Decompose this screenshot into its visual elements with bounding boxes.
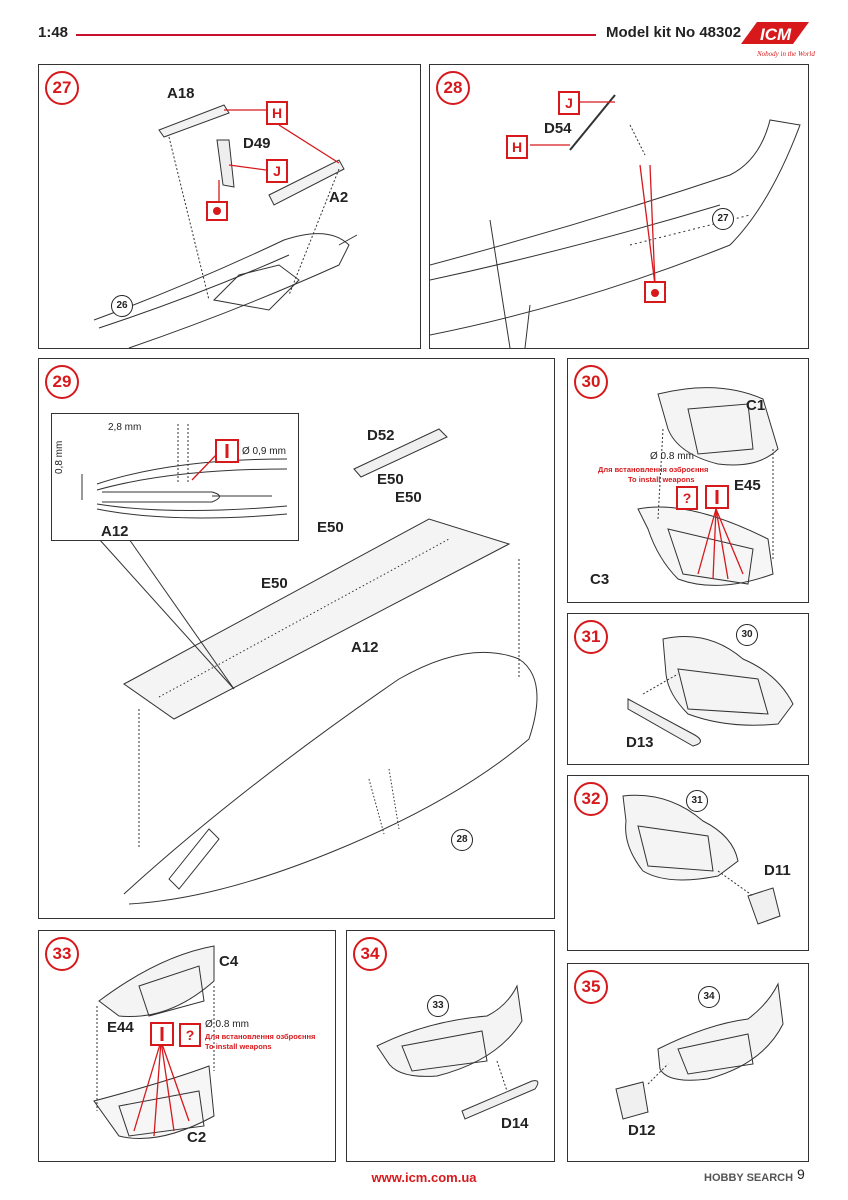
step-27-number: 27 bbox=[45, 71, 79, 105]
scale-label: 1:48 bbox=[38, 24, 69, 41]
dim-width: 2,8 mm bbox=[108, 422, 142, 433]
ref-step-26: 26 bbox=[111, 295, 133, 317]
step-35-number: 35 bbox=[574, 970, 608, 1004]
step-31-drawing bbox=[627, 636, 794, 747]
part-a18: A18 bbox=[167, 85, 195, 102]
page-number: 9 bbox=[797, 1166, 805, 1182]
watermark: HOBBY SEARCH bbox=[704, 1172, 794, 1184]
part-c2: C2 bbox=[187, 1129, 207, 1146]
part-d13: D13 bbox=[626, 734, 654, 751]
part-c1: C1 bbox=[746, 397, 766, 414]
ref-step-27: 27 bbox=[712, 208, 734, 230]
part-d54: D54 bbox=[544, 120, 572, 137]
step-33-panel: 33 C4 ? Ø 0.8 mm Для встановлення озброє… bbox=[38, 930, 336, 1162]
step-32-drawing bbox=[622, 794, 781, 925]
part-d49: D49 bbox=[243, 135, 271, 152]
note-ukrainian: Для встановлення озброєння bbox=[598, 465, 709, 474]
step-30-panel: 30 C1 Ø 0.8 mm Для встановлення озброєнн… bbox=[567, 358, 809, 603]
step-35-drawing bbox=[615, 982, 784, 1120]
note-ukrainian: Для встановлення озброєння bbox=[205, 1032, 316, 1041]
website-link[interactable]: www.icm.com.ua bbox=[371, 1170, 477, 1185]
step-28-number: 28 bbox=[436, 71, 470, 105]
part-d52: D52 bbox=[367, 427, 395, 444]
part-d14: D14 bbox=[501, 1115, 529, 1132]
part-e50: E50 bbox=[395, 489, 422, 506]
question-icon: ? bbox=[179, 1023, 201, 1047]
part-a12: A12 bbox=[351, 639, 379, 656]
step-32-number: 32 bbox=[574, 782, 608, 816]
step-34-panel: 34 33 D14 bbox=[346, 930, 555, 1162]
ref-step-28: 28 bbox=[451, 829, 473, 851]
part-e50: E50 bbox=[261, 575, 288, 592]
part-e50: E50 bbox=[317, 519, 344, 536]
step-31-number: 31 bbox=[574, 620, 608, 654]
drill-size: Ø 0.8 mm bbox=[650, 451, 694, 462]
part-c3: C3 bbox=[590, 571, 610, 588]
step-27-drawing bbox=[93, 104, 358, 348]
part-d12: D12 bbox=[628, 1122, 656, 1139]
step-29-number: 29 bbox=[45, 365, 79, 399]
mark-h: H bbox=[266, 101, 288, 125]
icm-logo: ICM Nobody in the World bbox=[735, 14, 815, 60]
step-32-panel: 32 31 D11 bbox=[567, 775, 809, 951]
step-29-panel: 2,8 mm 0,8 mm Ø 0,9 mm 29 A12 D52 E50 E5… bbox=[38, 358, 555, 919]
detail-inset: 2,8 mm 0,8 mm Ø 0,9 mm bbox=[51, 413, 299, 541]
part-e50: E50 bbox=[377, 471, 404, 488]
ref-step-33: 33 bbox=[427, 995, 449, 1017]
mark-h: H bbox=[506, 135, 528, 159]
part-d11: D11 bbox=[764, 862, 791, 879]
drill-size: Ø 0.8 mm bbox=[205, 1019, 249, 1030]
part-c4: C4 bbox=[219, 953, 239, 970]
logo-text: ICM bbox=[760, 25, 792, 44]
step-27-panel: 27 A18 D49 A2 H J 26 bbox=[38, 64, 421, 349]
note-english: To install weapons bbox=[205, 1042, 272, 1051]
drill-size: Ø 0,9 mm bbox=[242, 446, 286, 457]
step-33-drawing bbox=[93, 945, 215, 1139]
question-icon: ? bbox=[676, 486, 698, 510]
part-e45: E45 bbox=[734, 477, 761, 494]
mark-j: J bbox=[266, 159, 288, 183]
step-30-drawing bbox=[637, 387, 779, 586]
note-english: To install weapons bbox=[628, 475, 695, 484]
step-31-panel: 31 30 D13 bbox=[567, 613, 809, 765]
step-29-drawing bbox=[98, 428, 538, 905]
step-28-panel: 28 J H D54 27 bbox=[429, 64, 809, 349]
part-e44: E44 bbox=[107, 1019, 134, 1036]
step-34-drawing bbox=[376, 984, 539, 1120]
ref-step-31: 31 bbox=[686, 790, 708, 812]
ref-step-34: 34 bbox=[698, 986, 720, 1008]
step-34-number: 34 bbox=[353, 937, 387, 971]
step-30-number: 30 bbox=[574, 365, 608, 399]
step-35-panel: 35 34 D12 bbox=[567, 963, 809, 1162]
step-33-number: 33 bbox=[45, 937, 79, 971]
header-rule bbox=[76, 34, 596, 36]
logo-tagline: Nobody in the World bbox=[756, 50, 815, 58]
dim-height: 0,8 mm bbox=[54, 440, 65, 474]
part-a2: A2 bbox=[329, 189, 349, 206]
mark-j: J bbox=[558, 91, 580, 115]
kit-number: Model kit No 48302 bbox=[606, 24, 742, 41]
part-a12-inset: A12 bbox=[101, 523, 129, 540]
ref-step-30: 30 bbox=[736, 624, 758, 646]
step-28-drawing bbox=[430, 94, 801, 348]
